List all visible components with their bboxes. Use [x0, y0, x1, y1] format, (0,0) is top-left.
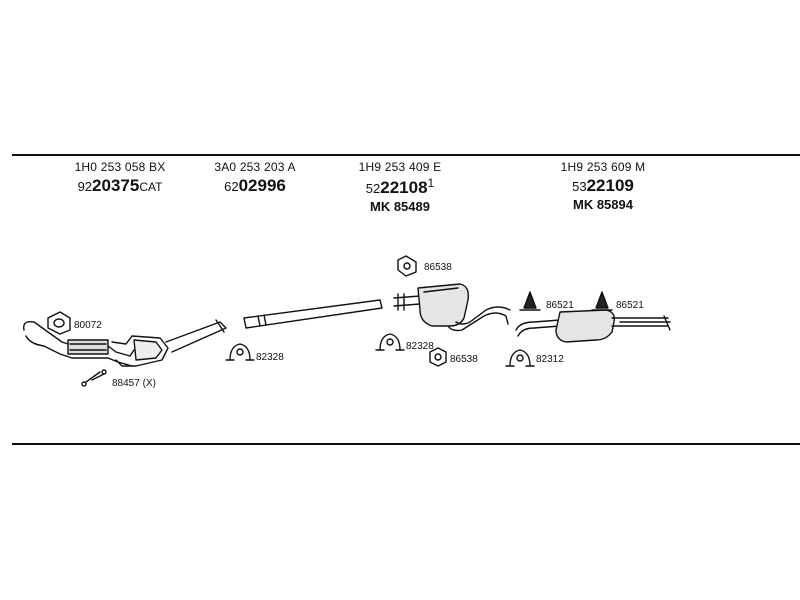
rear-silencer	[515, 309, 671, 343]
clamp-icon	[225, 343, 255, 361]
oem-number: 1H0 253 058 BX	[74, 160, 166, 174]
oem-number: 3A0 253 203 A	[214, 160, 296, 174]
label-rubber-left: 86521	[546, 300, 574, 311]
part-number: 52221081	[365, 176, 435, 197]
clamp-rear-icon	[505, 349, 535, 367]
column-catalyst: 1H0 253 058 BX 9220375CAT	[60, 160, 180, 196]
mk-number: MK 85489	[370, 199, 430, 214]
catalytic-converter	[23, 319, 227, 367]
hanger-mid-icon	[429, 347, 447, 367]
oem-number: 1H9 253 409 E	[358, 160, 442, 174]
rubber-mount-right-icon	[591, 291, 613, 311]
mk-number: MK 85894	[573, 197, 633, 212]
column-pipe: 3A0 253 203 A 6202996	[200, 160, 310, 196]
hanger-top-icon	[397, 255, 417, 277]
part-number: 9220375CAT	[77, 176, 163, 195]
part-number: 5322109	[572, 176, 634, 195]
label-clamp-rear: 82312	[536, 354, 564, 365]
middle-silencer	[393, 283, 511, 332]
top-divider	[12, 154, 800, 156]
label-gasket: 80072	[74, 320, 102, 331]
label-hanger-top: 86538	[424, 262, 452, 273]
bolt-set-icon	[81, 369, 107, 387]
column-middle-silencer: 1H9 253 409 E 52221081 MK 85489	[345, 160, 455, 214]
label-clamp-front: 82328	[256, 352, 284, 363]
oem-number: 1H9 253 609 M	[560, 160, 646, 174]
part-number: 6202996	[224, 176, 286, 195]
bottom-divider	[12, 443, 800, 445]
label-bolts: 88457 (X)	[112, 378, 156, 389]
gasket-icon	[47, 311, 71, 335]
rubber-mount-left-icon	[519, 291, 541, 311]
label-rubber-right: 86521	[616, 300, 644, 311]
intermediate-pipe	[243, 299, 383, 329]
label-clamp-mid: 82328	[406, 341, 434, 352]
column-rear-silencer: 1H9 253 609 M 5322109 MK 85894	[548, 160, 658, 212]
clamp-mid-icon	[375, 333, 405, 351]
label-hanger-mid: 86538	[450, 354, 478, 365]
